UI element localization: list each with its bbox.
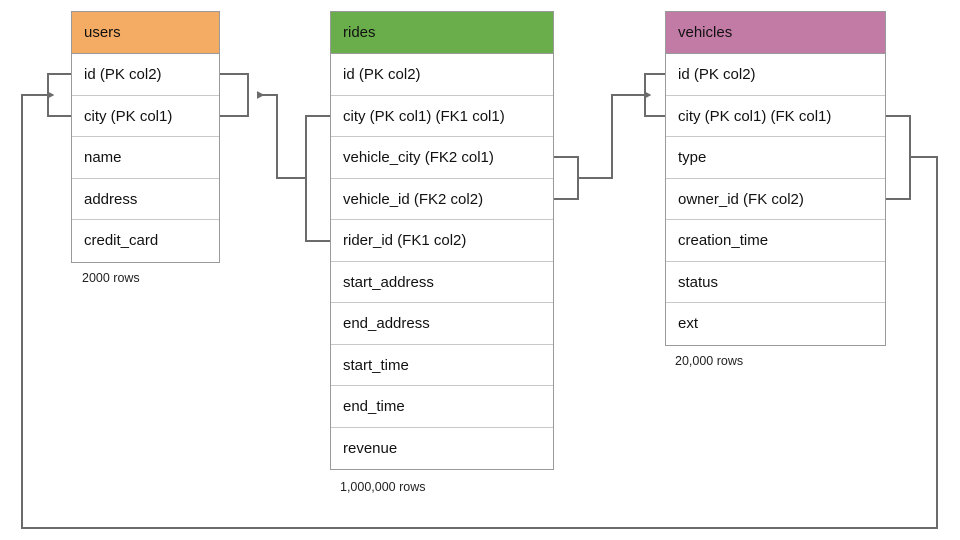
table-rides[interactable]: rides id (PK col2) city (PK col1) (FK1 c… [330,11,554,470]
column-users-address[interactable]: address [72,178,219,220]
column-users-id[interactable]: id (PK col2) [72,54,219,96]
table-vehicles-header: vehicles [666,12,885,54]
table-users-title: users [84,24,121,41]
column-rides-id[interactable]: id (PK col2) [331,54,553,96]
column-vehicles-creation-time[interactable]: creation_time [666,220,885,262]
vehicles-row-count: 20,000 rows [675,354,744,368]
column-vehicles-ext[interactable]: ext [666,303,885,345]
column-vehicles-id[interactable]: id (PK col2) [666,54,885,96]
column-users-name[interactable]: name [72,137,219,179]
table-rides-header: rides [331,12,553,54]
table-users-header: users [72,12,219,54]
column-rides-rider-id[interactable]: rider_id (FK1 col2) [331,220,553,262]
column-vehicles-owner-id[interactable]: owner_id (FK col2) [666,178,885,220]
rides-row-count: 1,000,000 rows [340,480,426,494]
column-users-credit-card[interactable]: credit_card [72,220,219,262]
column-rides-vehicle-id[interactable]: vehicle_id (FK2 col2) [331,178,553,220]
column-vehicles-type[interactable]: type [666,137,885,179]
table-vehicles-title: vehicles [678,24,733,41]
table-vehicles[interactable]: vehicles id (PK col2) city (PK col1) (FK… [665,11,886,346]
column-rides-vehicle-city[interactable]: vehicle_city (FK2 col1) [331,137,553,179]
column-vehicles-city[interactable]: city (PK col1) (FK col1) [666,95,885,137]
column-rides-start-time[interactable]: start_time [331,344,553,386]
column-rides-start-address[interactable]: start_address [331,261,553,303]
column-rides-end-address[interactable]: end_address [331,303,553,345]
column-rides-city[interactable]: city (PK col1) (FK1 col1) [331,95,553,137]
column-rides-revenue[interactable]: revenue [331,427,553,469]
connector-rides-left-bracket [305,115,330,242]
connector-users-left-bracket [47,73,71,117]
column-users-city[interactable]: city (PK col1) [72,95,219,137]
connector-rides-to-users [257,91,306,179]
connector-rides-right-bracket [554,156,579,200]
users-row-count: 2000 rows [82,271,140,285]
connector-vehicles-right-bracket [886,115,911,200]
column-vehicles-status[interactable]: status [666,261,885,303]
column-rides-end-time[interactable]: end_time [331,386,553,428]
connector-users-right-bracket [220,73,249,117]
connector-rides-to-vehicles [578,91,652,179]
table-rides-title: rides [343,24,376,41]
connector-vehicles-left-bracket [644,73,665,117]
table-users[interactable]: users id (PK col2) city (PK col1) name a… [71,11,220,263]
